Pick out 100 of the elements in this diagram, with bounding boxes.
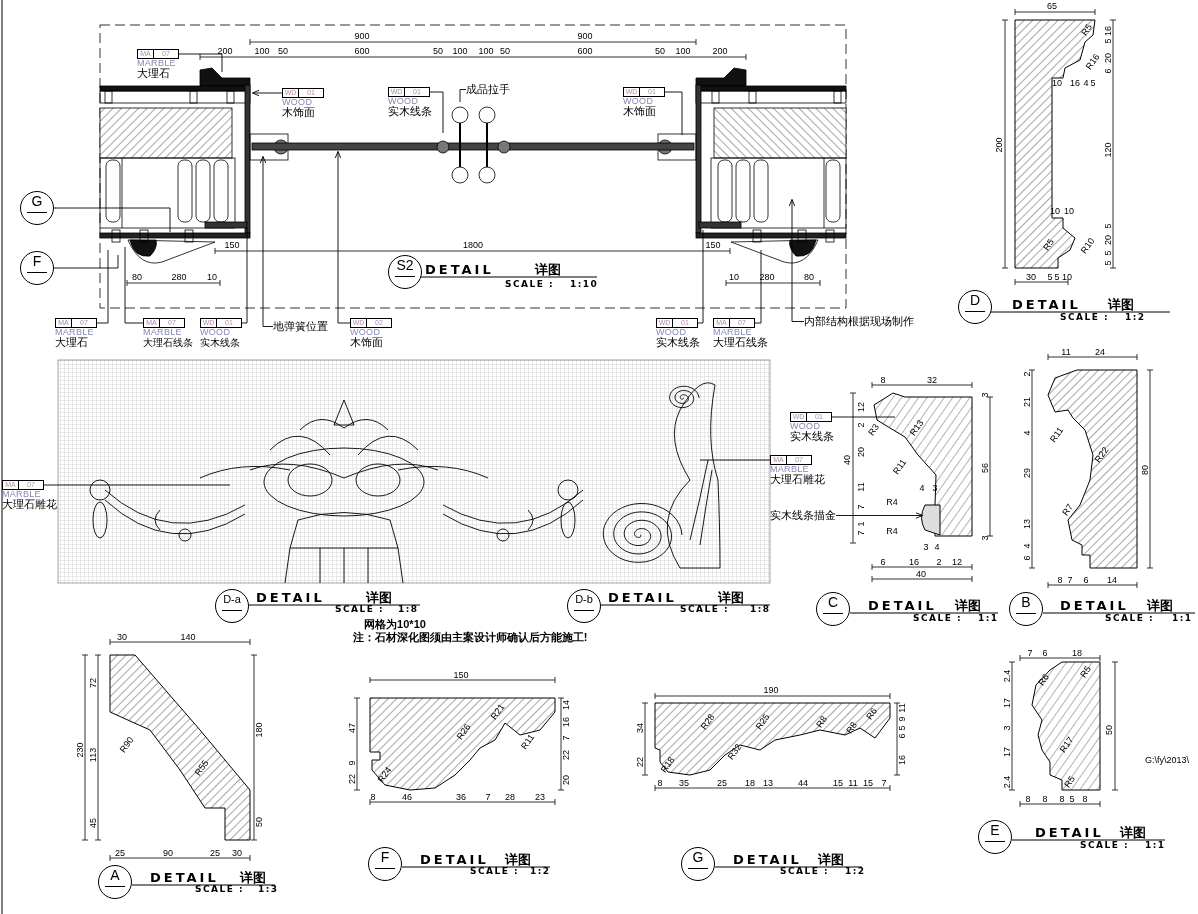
dimension-text: 36 — [456, 792, 466, 802]
detail-title-chinese: 详图 — [535, 263, 561, 276]
dimension-text: 7 — [561, 735, 571, 741]
dimension-text: 34 — [635, 723, 645, 733]
dimension-text: R5 — [1063, 774, 1077, 790]
annotation-text: 成品拉手 — [466, 84, 510, 95]
dimension-text: 28 — [505, 792, 515, 802]
dimension-text: 2 — [936, 557, 942, 567]
dimension-text: R7 — [1061, 502, 1075, 518]
detail-title: DETAIL — [256, 591, 325, 604]
scale-value: 1:1 — [1145, 840, 1166, 850]
callout-circle: F — [368, 847, 402, 881]
leader-line — [697, 229, 704, 324]
dimension-text: 56 — [980, 463, 990, 473]
detail-title: DETAIL — [420, 853, 489, 866]
dimension-text: 22 — [635, 757, 645, 767]
dimension-text: 280 — [171, 272, 187, 282]
dimension-text: 17 — [1002, 747, 1012, 757]
section-line — [53, 207, 171, 233]
dimension-text: 7 — [1027, 648, 1033, 658]
dimension-text: 29 — [1022, 468, 1032, 478]
material-label: 大理石线条 — [143, 337, 193, 348]
material-label: 实木线条 — [790, 431, 834, 442]
dimension-text: 40 — [842, 455, 852, 465]
dimension-text: 113 — [88, 747, 98, 763]
leader-line — [664, 91, 683, 136]
dimension-text: R3 — [867, 422, 881, 438]
detail-title: DETAIL — [150, 871, 219, 884]
scale-value: 1:10 — [570, 279, 599, 289]
dimension-text: 11 — [897, 703, 907, 713]
dimension-text: 5 — [1054, 272, 1060, 282]
dimension-text: 9 — [897, 716, 907, 722]
callout-circle: G — [20, 191, 54, 225]
dimension-text: 100 — [452, 46, 468, 56]
dimension-text: 16 — [1070, 78, 1080, 88]
file-path-text: G:\fy\2013\ — [1145, 755, 1189, 765]
dimension-text: 24 — [1095, 347, 1105, 357]
material-label: 大理石 — [137, 68, 171, 79]
dimension-text: 46 — [402, 792, 412, 802]
dimension-text: 5 — [897, 725, 907, 731]
scale-label: SCALE : — [913, 613, 963, 623]
dimension-text: 16 — [909, 557, 919, 567]
dimension-text: 2 — [856, 422, 866, 428]
dimension-text: R4 — [886, 526, 898, 536]
material-name: WOOD — [790, 422, 822, 431]
dimension-text: 45 — [88, 818, 98, 828]
detail-title: DETAIL — [733, 853, 802, 866]
dimension-text: 900 — [577, 31, 593, 41]
material-label: 大理石雕花 — [770, 474, 825, 485]
dimension-text: 900 — [354, 31, 370, 41]
detail-title-chinese: 详图 — [505, 853, 531, 866]
material-label: 木饰面 — [350, 337, 384, 348]
callout-circle: F — [20, 251, 54, 285]
dimension-text: 8 — [370, 792, 376, 802]
dimension-text: 25 — [210, 848, 220, 858]
leader-line — [124, 246, 144, 324]
dimension-text: 40 — [916, 569, 926, 579]
dimension-text: 30 — [117, 632, 127, 642]
dimension-text: 4 — [934, 542, 940, 552]
material-label: 木饰面 — [282, 107, 316, 118]
dimension-text: 20 — [856, 447, 866, 457]
dimension-text: 6 — [880, 557, 886, 567]
dimension-text: 8 — [1059, 794, 1065, 804]
dimension-text: 16 — [561, 717, 571, 727]
dimension-text: 35 — [679, 778, 689, 788]
scale-label: SCALE : — [1060, 312, 1110, 322]
dimension-text: R6 — [865, 706, 879, 722]
dimension-text: 5 — [1069, 794, 1075, 804]
dimension-text: 200 — [217, 46, 233, 56]
material-label: 实木线条 — [388, 106, 432, 117]
callout-circle: C — [816, 592, 850, 626]
callout-circle: B — [1009, 592, 1043, 626]
dimension-text: 4 — [1083, 78, 1089, 88]
leader-line — [459, 89, 467, 103]
dimension-text: 16 — [897, 755, 907, 765]
material-name: WOOD — [350, 328, 382, 337]
material-label: 实木线条 — [656, 337, 700, 348]
dimension-text: R5 — [1080, 22, 1094, 38]
dimension-text: 10 — [1062, 272, 1072, 282]
dimension-text: 2.4 — [1002, 669, 1012, 683]
callout-circle: D-b — [567, 589, 601, 623]
scale-label: SCALE : — [195, 884, 245, 894]
dimension-text: 90 — [163, 848, 173, 858]
dimension-text: 25 — [717, 778, 727, 788]
callout-circle: S2 — [388, 255, 422, 289]
dimension-text: 50 — [655, 46, 665, 56]
dimension-text: 5 — [1103, 260, 1113, 266]
dimension-text: 50 — [1104, 725, 1114, 735]
dimension-text: 8 — [1025, 794, 1031, 804]
dimension-text: 15 — [833, 778, 843, 788]
leader-line — [699, 459, 771, 461]
dimension-text: 18 — [745, 778, 755, 788]
dimension-text: 150 — [224, 240, 240, 250]
dimension-text: 32 — [927, 375, 937, 385]
detail-title-chinese: 详图 — [366, 591, 392, 604]
material-name: MARBLE — [713, 328, 753, 337]
dimension-text: 6 — [1042, 648, 1048, 658]
callout-circle: A — [98, 865, 132, 899]
dimension-text: R8 — [845, 720, 859, 736]
dimension-text: 50 — [254, 817, 264, 827]
